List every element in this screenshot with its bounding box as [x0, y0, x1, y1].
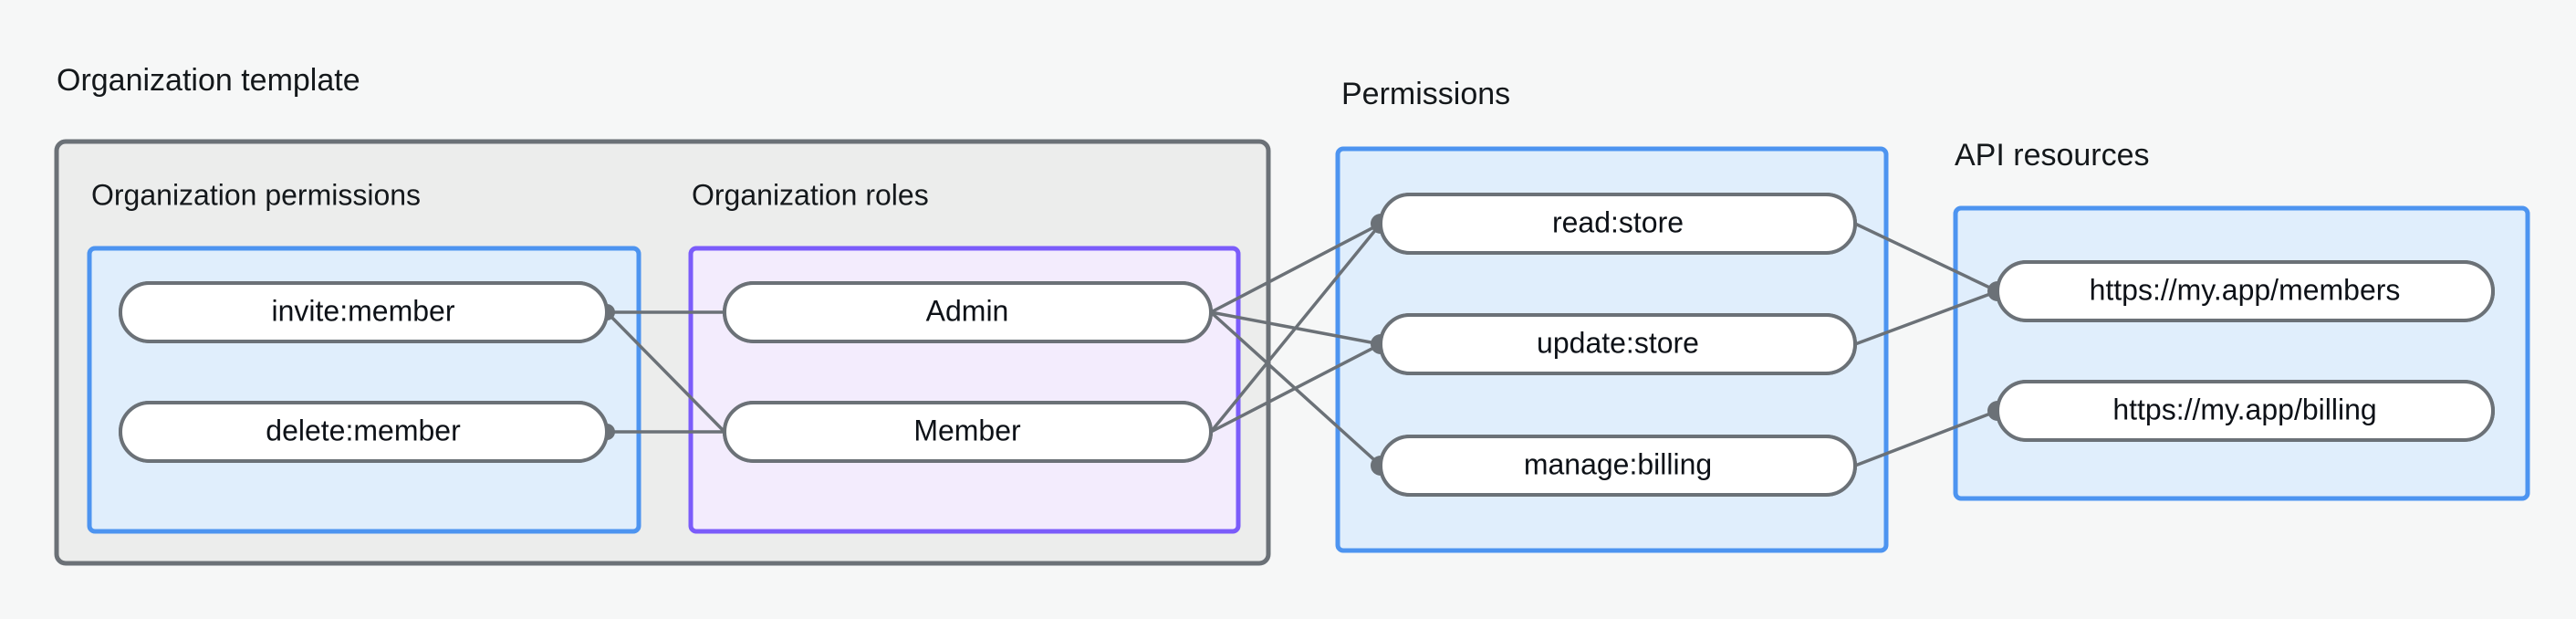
node-resource-members-fg[interactable]: https://my.app/members	[1996, 260, 2495, 322]
node-delete-member-fg[interactable]: delete:member	[119, 401, 609, 463]
api-resources-title: API resources	[1955, 138, 2150, 173]
node-admin-label-fg: Admin	[926, 294, 1009, 327]
permissions-title: Permissions	[1341, 77, 1510, 111]
node-resource-billing-label-fg: https://my.app/billing	[2112, 393, 2376, 425]
edge-member-to-update-store	[1210, 342, 1382, 434]
node-admin-fg[interactable]: Admin	[723, 281, 1213, 343]
node-foreground-layer: invite:member delete:member Admin Member…	[119, 193, 2495, 497]
organization-roles-title: Organization roles	[692, 178, 929, 211]
node-delete-member-label-fg: delete:member	[266, 414, 461, 446]
node-member-fg[interactable]: Member	[723, 401, 1213, 463]
node-read-store-pill-fg[interactable]	[1379, 193, 1857, 255]
node-read-store-label-fg: read:store	[1552, 205, 1684, 238]
node-resource-members-pill-fg[interactable]	[1996, 260, 2495, 322]
api-resources-box	[1953, 205, 2530, 501]
node-resource-billing-fg[interactable]: https://my.app/billing	[1996, 380, 2495, 442]
edge-invite-member-to-member	[605, 310, 726, 434]
node-manage-billing-label-fg: manage:billing	[1524, 447, 1712, 480]
node-resource-members-label-fg: https://my.app/members	[2090, 273, 2401, 306]
node-member-label-fg: Member	[913, 414, 1021, 446]
edge-layer	[605, 222, 1998, 467]
node-member-pill-fg[interactable]	[723, 401, 1213, 463]
organization-template-title: Organization template	[57, 63, 360, 98]
edge-manage-billing-to-billing	[1854, 409, 1998, 467]
node-manage-billing-pill-fg[interactable]	[1379, 435, 1857, 497]
node-update-store-label-fg: update:store	[1537, 326, 1699, 359]
node-resource-billing-pill-fg[interactable]	[1996, 380, 2495, 442]
organization-permissions-title: Organization permissions	[91, 178, 421, 211]
node-invite-member-pill-fg[interactable]	[119, 281, 609, 343]
node-update-store-pill-fg[interactable]	[1379, 313, 1857, 375]
node-admin-pill-fg[interactable]	[723, 281, 1213, 343]
node-invite-member-fg[interactable]: invite:member	[119, 281, 609, 343]
edge-update-store-to-members	[1854, 289, 1998, 346]
node-read-store-fg[interactable]: read:store	[1379, 193, 1857, 255]
node-delete-member-pill-fg[interactable]	[119, 401, 609, 463]
node-update-store-fg[interactable]: update:store	[1379, 313, 1857, 375]
edge-read-store-to-members	[1854, 222, 1998, 293]
node-invite-member-label-fg: invite:member	[272, 294, 455, 327]
edge-admin-to-read-store	[1210, 222, 1382, 314]
node-manage-billing-fg[interactable]: manage:billing	[1379, 435, 1857, 497]
edge-member-to-read-store	[1209, 222, 1382, 434]
